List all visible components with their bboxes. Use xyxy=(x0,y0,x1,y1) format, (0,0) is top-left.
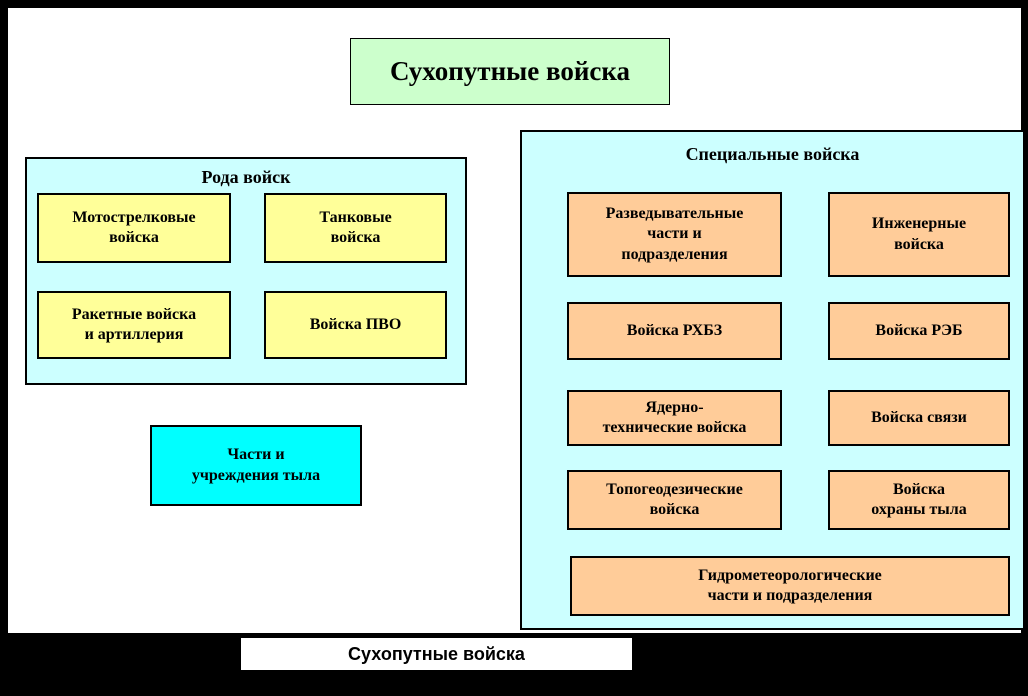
diagram-title: Сухопутные войска xyxy=(389,56,631,86)
special-troops-panel-title: Специальные войска xyxy=(685,144,860,164)
box-motostrelkovye-voyska: Мотострелковые войска xyxy=(37,193,231,263)
caption-box: Сухопутные войска xyxy=(240,637,633,671)
box-voyska-svyazi: Войска связи xyxy=(828,390,1010,446)
branches-panel-title: Рода войск xyxy=(201,167,291,187)
box-topogeodezicheskie-voyska: Топогеодезические войска xyxy=(567,470,782,530)
box-chasti-uchrezhdeniya-tyla: Части и учреждения тыла xyxy=(150,425,362,506)
box-gidrometeorologicheskie-chasti: Гидрометеорологические части и подраздел… xyxy=(570,556,1010,616)
diagram-canvas: Сухопутные войска Рода войск Мотострелко… xyxy=(8,8,1025,633)
box-raketnye-voyska-artilleriya: Ракетные войска и артиллерия xyxy=(37,291,231,359)
box-razvedyvatelnye-chasti: Разведывательные части и подразделения xyxy=(567,192,782,277)
box-voyska-rhbz: Войска РХБЗ xyxy=(567,302,782,360)
box-yaderno-tehnicheskie-voyska: Ядерно- технические войска xyxy=(567,390,782,446)
box-inzhenernye-voyska: Инженерные войска xyxy=(828,192,1010,277)
diagram-title-box: Сухопутные войска xyxy=(350,38,670,105)
caption-label: Сухопутные войска xyxy=(348,643,525,664)
box-voyska-ohrany-tyla: Войска охраны тыла xyxy=(828,470,1010,530)
box-voyska-reb: Войска РЭБ xyxy=(828,302,1010,360)
box-tankovye-voyska: Танковые войска xyxy=(264,193,447,263)
box-voyska-pvo: Войска ПВО xyxy=(264,291,447,359)
special-troops-panel: Специальные войска Разведывательные част… xyxy=(520,130,1025,630)
branches-panel: Рода войск Мотострелковые войска Танковы… xyxy=(25,157,467,385)
